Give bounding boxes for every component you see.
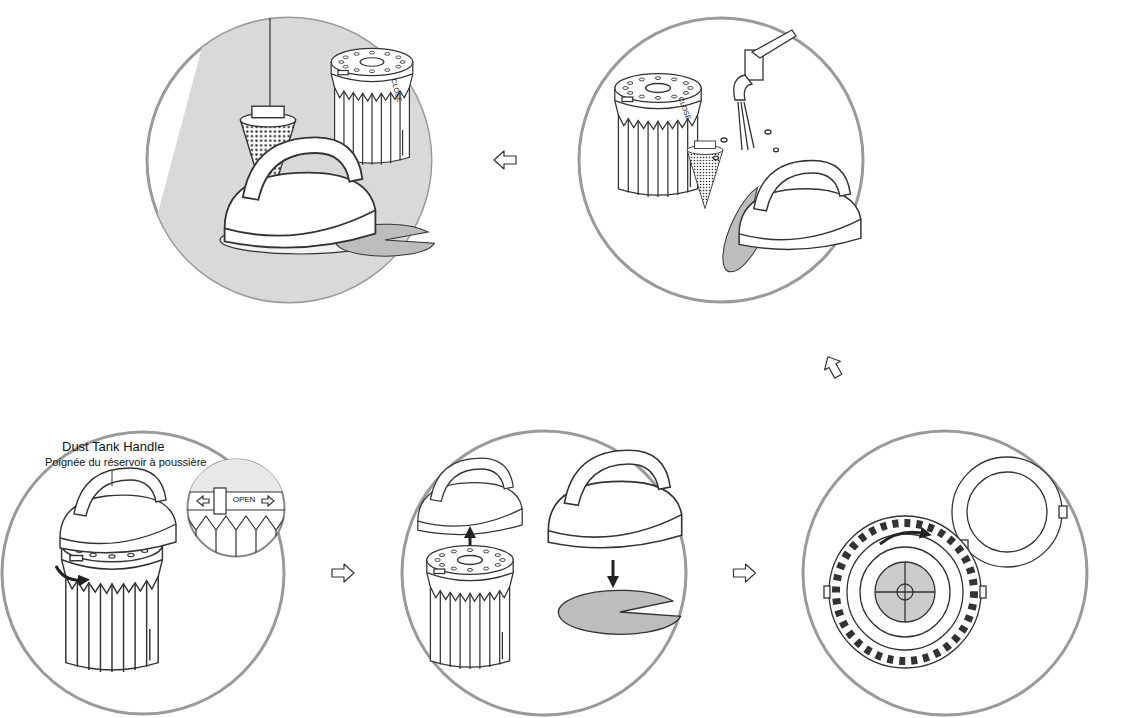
step-circle: CLOSE: [145, 16, 433, 304]
flow-arrow: [734, 564, 756, 582]
printed-mark: OPEN: [233, 496, 256, 504]
flow-arrow: [825, 357, 842, 378]
flow-arrow: [332, 564, 354, 582]
circle-shape: [402, 431, 686, 715]
circle-outline: [186, 458, 286, 558]
step-circle: Dust Tank HandlePoignée du réservoir à p…: [0, 430, 286, 716]
shade-area: [148, 10, 440, 310]
step-circle: [400, 429, 688, 717]
circle-outline: [400, 429, 688, 717]
step-circle: CLOSE: [577, 16, 865, 304]
circle-outline: [801, 429, 1089, 717]
inset-circle: OPEN: [186, 458, 286, 558]
circle-shape: [188, 460, 285, 557]
circle-outline: [145, 16, 433, 304]
part-label: Dust Tank Handle: [62, 440, 164, 453]
part-label-fr: Poignée du réservoir à poussière: [45, 457, 206, 468]
circle-shape: [2, 432, 284, 714]
step-circle: [801, 429, 1089, 717]
shade: [148, 10, 440, 310]
circle-shape: [579, 18, 863, 302]
circle-outline: [577, 16, 865, 304]
flow-arrow: [494, 151, 516, 169]
circle-shape: [147, 18, 431, 302]
circle-shape: [803, 431, 1087, 715]
